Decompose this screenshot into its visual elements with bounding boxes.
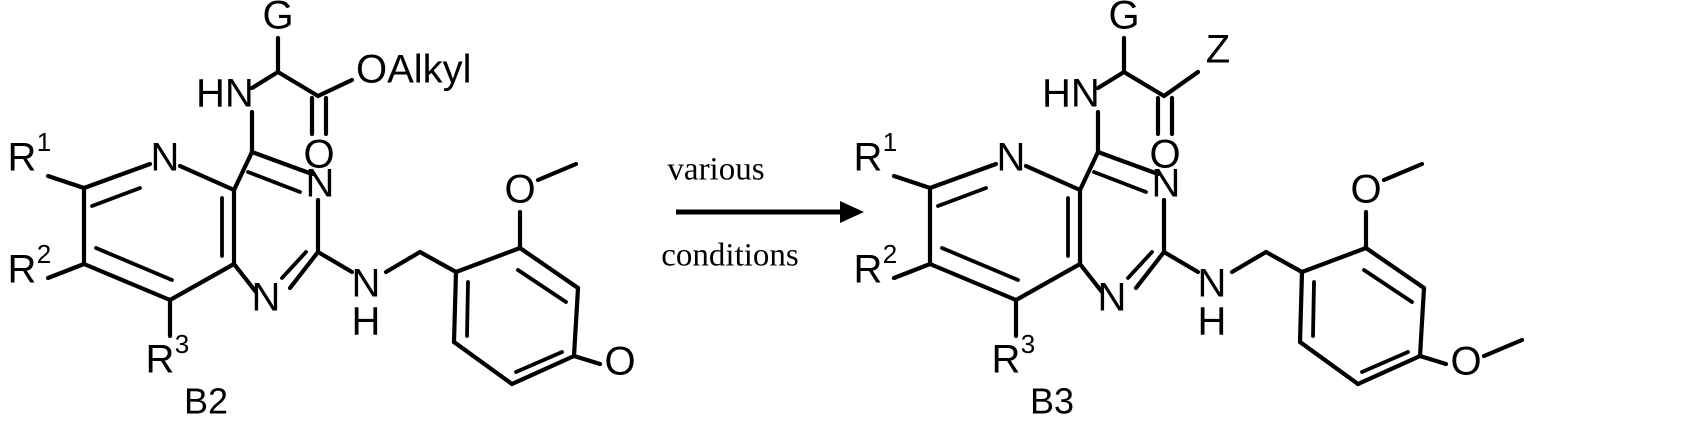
reagent-below-arrow-text: conditions bbox=[661, 238, 799, 274]
atom-ring-nitrogen-top-product: N bbox=[997, 136, 1026, 180]
reactant-structure-b2: N R 1 R 2 R 3 bbox=[8, 0, 636, 422]
dimethoxyphenyl-ring-bonds bbox=[451, 245, 581, 387]
substituent-r2-superscript-product: 2 bbox=[883, 239, 897, 269]
substituent-r3-superscript-product: 3 bbox=[1021, 329, 1035, 359]
atom-methoxy-oxygen-4: O bbox=[604, 340, 635, 384]
pyridine-ring-bonds-product bbox=[927, 161, 1083, 303]
bond-c2-nh bbox=[315, 249, 355, 275]
substituent-r2-label: R bbox=[8, 248, 37, 292]
atom-methoxy-oxygen-4-product: O bbox=[1450, 340, 1481, 384]
pyridine-ring-bonds bbox=[81, 161, 237, 303]
atom-ring-nitrogen-upper-right-product: N bbox=[1152, 162, 1181, 206]
atom-ring-nitrogen-upper-right: N bbox=[306, 162, 335, 206]
substituent-r1-superscript-product: 1 bbox=[883, 127, 897, 157]
bond-ch2-aryl bbox=[417, 249, 459, 275]
atom-g-group: G bbox=[262, 0, 293, 38]
bond-nh-ch bbox=[249, 69, 281, 91]
bond-nh-ch2 bbox=[383, 249, 423, 275]
atom-methoxy-oxygen-2-product: O bbox=[1350, 168, 1381, 212]
bond-aryl-4-o bbox=[571, 353, 603, 367]
bond-2-o-methyl bbox=[535, 161, 579, 183]
substituent-r3-label: R bbox=[146, 338, 175, 382]
bond-nh-ch-product bbox=[1095, 69, 1127, 91]
atom-ester-oalkyl: OAlkyl bbox=[356, 48, 472, 92]
bond-carbonyl-z bbox=[1161, 69, 1201, 99]
atom-amino-hn: HN bbox=[196, 72, 254, 116]
atom-carbonyl-oxygen-product: O bbox=[1149, 133, 1180, 177]
reaction-arrow-group: various conditions bbox=[661, 152, 864, 274]
pyrimidine-ring-bonds-product bbox=[1077, 149, 1167, 295]
bond-carbonyl-oalkyl bbox=[315, 77, 355, 99]
substituent-r1-label-product: R bbox=[854, 136, 883, 180]
bond-2-o-methyl-product bbox=[1381, 161, 1425, 183]
substituent-r3-label-product: R bbox=[992, 338, 1021, 382]
bond-r2-product bbox=[891, 261, 933, 281]
atom-leaving-group-z: Z bbox=[1206, 28, 1230, 72]
substituent-r1-superscript: 1 bbox=[37, 127, 51, 157]
bond-nh-ch2-product bbox=[1229, 249, 1269, 275]
dimethoxyphenyl-ring-bonds-product bbox=[1297, 245, 1427, 387]
substituent-r2-superscript: 2 bbox=[37, 239, 51, 269]
reactant-label-b2: B2 bbox=[184, 381, 228, 422]
reaction-arrow-head-icon bbox=[840, 201, 864, 223]
atom-amino-hn-product: HN bbox=[1042, 72, 1100, 116]
atom-benzylamine-n-product: N bbox=[1198, 262, 1227, 306]
atom-ring-nitrogen-top: N bbox=[151, 136, 180, 180]
pyrimidine-ring-bonds bbox=[231, 149, 321, 295]
product-label-b3: B3 bbox=[1030, 381, 1074, 422]
atom-ring-nitrogen-lower-right-product: N bbox=[1098, 276, 1127, 320]
atom-ring-nitrogen-lower-right: N bbox=[252, 276, 281, 320]
bond-4-o-methyl-product bbox=[1481, 337, 1525, 359]
bond-aryl-4-o-product bbox=[1417, 353, 1449, 367]
substituent-r2-label-product: R bbox=[854, 248, 883, 292]
reagent-above-arrow-text: various bbox=[667, 152, 764, 188]
atom-benzylamine-h: H bbox=[352, 300, 381, 344]
atom-benzylamine-h-product: H bbox=[1198, 300, 1227, 344]
atom-g-group-product: G bbox=[1108, 0, 1139, 38]
substituent-r3-superscript: 3 bbox=[175, 329, 189, 359]
substituent-r1-label: R bbox=[8, 136, 37, 180]
bond-ch-carbonyl-product bbox=[1121, 69, 1167, 99]
bond-r1-product bbox=[891, 173, 933, 191]
bond-c2-nh-product bbox=[1161, 249, 1201, 275]
bond-ch2-aryl-product bbox=[1263, 249, 1305, 275]
bond-ch-carbonyl bbox=[275, 69, 321, 99]
atom-carbonyl-oxygen: O bbox=[303, 133, 334, 177]
bond-r2 bbox=[45, 261, 87, 281]
atom-methoxy-oxygen-2: O bbox=[504, 168, 535, 212]
bond-r1 bbox=[45, 173, 87, 191]
product-structure-b3: N R 1 R 2 R 3 N N HN bbox=[854, 0, 1525, 422]
atom-benzylamine-n: N bbox=[352, 262, 381, 306]
